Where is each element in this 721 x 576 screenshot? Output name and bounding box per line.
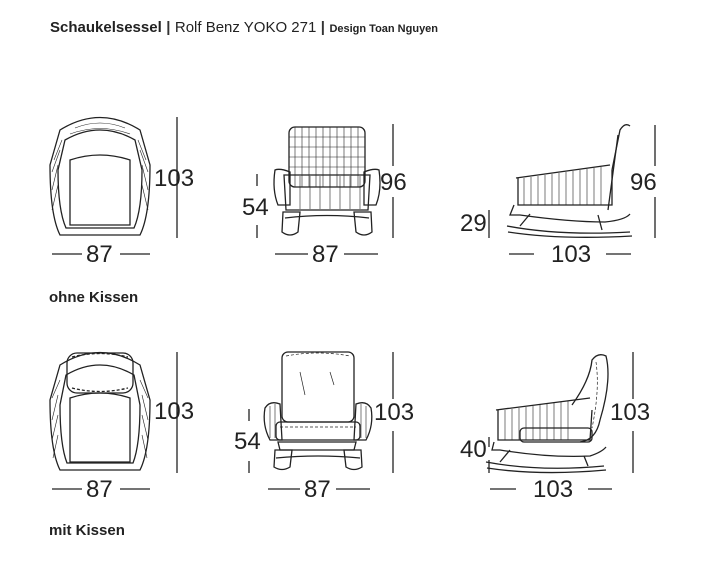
- chair-side-view-with-cushion: [485, 354, 609, 474]
- chair-front-view-without-cushion: [273, 126, 381, 236]
- section-label-without-cushion: ohne Kissen: [49, 289, 139, 306]
- height-label: 103: [154, 398, 195, 425]
- header: Schaukelsessel | Rolf Benz YOKO 271 | De…: [50, 19, 438, 37]
- seat-height-label: 54: [242, 194, 269, 221]
- separator: |: [166, 19, 171, 36]
- chair-front-view-with-cushion: [263, 351, 373, 471]
- chair-top-view-with-cushion: [49, 351, 151, 471]
- model-name: Rolf Benz YOKO 271: [174, 19, 317, 36]
- depth-label: 103: [533, 476, 574, 503]
- seat-height-label: 40: [460, 436, 487, 463]
- seat-height-label: 29: [460, 210, 487, 237]
- designer: Design Toan Nguyen: [329, 23, 439, 35]
- seat-height-label: 54: [234, 428, 261, 455]
- height-label: 103: [610, 399, 651, 426]
- width-label: 87: [86, 241, 113, 268]
- width-label: 87: [312, 241, 339, 268]
- width-label: 87: [86, 476, 113, 503]
- height-label: 103: [154, 165, 195, 192]
- height-label: 96: [380, 169, 407, 196]
- section-label-with-cushion: mit Kissen: [49, 522, 125, 539]
- width-label: 87: [304, 476, 331, 503]
- height-label: 103: [374, 399, 415, 426]
- chair-side-view-without-cushion: [506, 124, 633, 238]
- height-label: 96: [630, 169, 657, 196]
- depth-label: 103: [551, 241, 592, 268]
- separator: |: [320, 19, 325, 36]
- title: Schaukelsessel: [50, 19, 162, 36]
- chair-top-view-without-cushion: [49, 116, 151, 236]
